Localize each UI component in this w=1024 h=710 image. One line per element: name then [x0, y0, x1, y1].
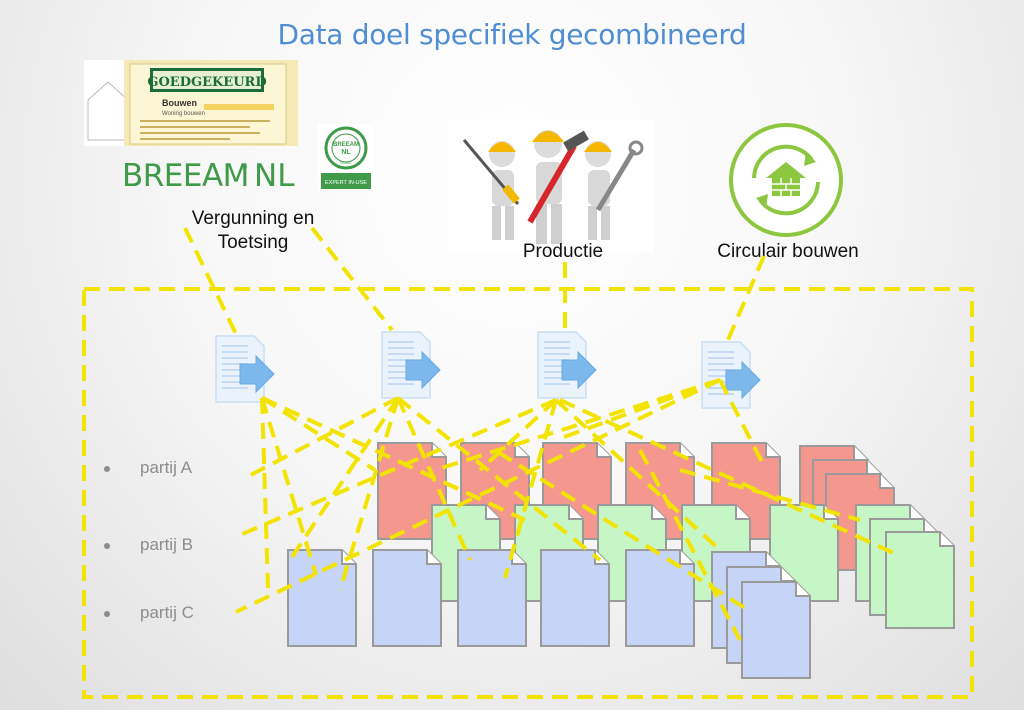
party-c-document — [457, 549, 527, 647]
connection-dashed-line — [503, 399, 558, 579]
connection-dashed-line — [260, 397, 318, 576]
seal-region-text: NL — [341, 149, 351, 156]
svg-text:®: ® — [240, 163, 248, 172]
party-c-document-fold — [679, 550, 694, 565]
connection-dashed-line — [718, 379, 767, 469]
party-c-document — [372, 549, 442, 647]
party-a-document-fold — [596, 443, 611, 458]
party-c-document — [287, 549, 357, 647]
party-b-document-fold — [651, 505, 666, 520]
source-label-vergunning: Vergunning en Toetsing — [191, 208, 315, 253]
connection-dashed-line — [288, 396, 400, 562]
party-label-c: partij C — [104, 603, 194, 623]
party-a-document-fold — [879, 474, 894, 489]
combined-document-icon-arrow — [239, 354, 275, 394]
party-b-document-fold — [568, 505, 583, 520]
connection-dashed-line — [183, 227, 238, 335]
page-title: Data doel specifiek gecombineerd — [277, 18, 747, 51]
connection-dashed-line — [555, 378, 721, 442]
bullet-dot-icon — [104, 542, 110, 549]
combined-document-icon-arrow — [561, 350, 597, 390]
connection-dashed-line — [260, 396, 377, 472]
breeam-region-text: NL — [254, 158, 295, 194]
bullet-dot-icon — [104, 465, 110, 472]
party-c-document — [741, 581, 811, 679]
party-label-b: partij B — [104, 535, 193, 555]
party-c-document-fold — [426, 550, 441, 565]
connection-dashed-line — [260, 397, 270, 589]
connection-dashed-line — [478, 398, 558, 472]
connection-dashed-line — [310, 226, 394, 332]
party-b-document-fold — [485, 505, 500, 520]
connection-dashed-line — [638, 449, 742, 641]
party-c-document — [540, 549, 610, 647]
combined-document-icon-arrow — [405, 350, 441, 390]
party-c-document — [625, 549, 695, 647]
party-a-document-fold — [765, 443, 780, 458]
goedgekeurd-banner: GOEDGEKEURD — [147, 75, 266, 90]
connection-dashed-line — [235, 378, 721, 614]
party-b-document-fold — [909, 505, 924, 520]
breeam-logo-text: BREEAM — [122, 158, 249, 194]
party-b-document — [885, 531, 955, 629]
construction-workers-icon — [448, 120, 654, 252]
circular-house-icon — [726, 120, 846, 240]
seal-badge-text: EXPERT IN-USE — [325, 180, 367, 186]
party-label-a: partij A — [104, 458, 192, 478]
dataset-container — [82, 287, 974, 699]
party-a-document-fold — [514, 443, 529, 458]
breeam-expert-seal: BREEAM NL DGBC EXPERT IN-USE — [318, 124, 374, 190]
breeam-logo: BREEAM ® NL — [122, 150, 302, 194]
party-b-document-fold — [923, 519, 938, 534]
connection-dashed-line — [239, 398, 557, 537]
connection-dashed-line — [726, 255, 766, 341]
connection-dashed-line — [244, 396, 399, 480]
source-label-productie: Productie — [522, 241, 604, 262]
seal-sub-text: DGBC — [340, 160, 352, 165]
connection-dashed-line — [338, 397, 400, 591]
goedgekeurd-heading: Bouwen — [162, 98, 197, 108]
bullet-dot-icon — [104, 610, 110, 617]
party-b-document-fold — [939, 532, 954, 547]
goedgekeurd-document-image: GOEDGEKEURD Bouwen Woning bouwen — [84, 60, 298, 146]
source-label-circulair: Circulair bouwen — [717, 241, 859, 262]
party-b-document-fold — [735, 505, 750, 520]
connection-dashed-line — [396, 397, 472, 561]
connection-dashed-line — [554, 398, 722, 552]
party-c-document-fold — [795, 582, 810, 597]
combined-document-icon-arrow — [725, 360, 761, 400]
seal-top-text: BREEAM — [333, 142, 359, 148]
connection-dashed-line — [396, 396, 602, 562]
goedgekeurd-subheading: Woning bouwen — [162, 111, 205, 117]
connection-dashed-line — [559, 398, 899, 557]
connection-dashed-line — [679, 468, 861, 522]
